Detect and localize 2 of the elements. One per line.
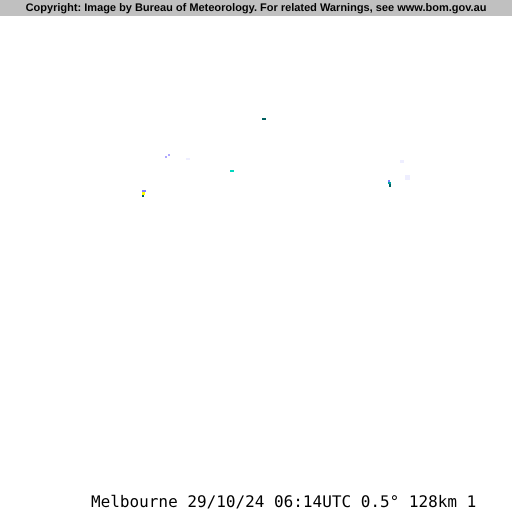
- radar-info-text: Melbourne 29/10/24 06:14UTC 0.5° 128km 1: [91, 492, 476, 511]
- copyright-banner: Copyright: Image by Bureau of Meteorology. For related Warnings, see www.bom.gov.au: [0, 0, 512, 16]
